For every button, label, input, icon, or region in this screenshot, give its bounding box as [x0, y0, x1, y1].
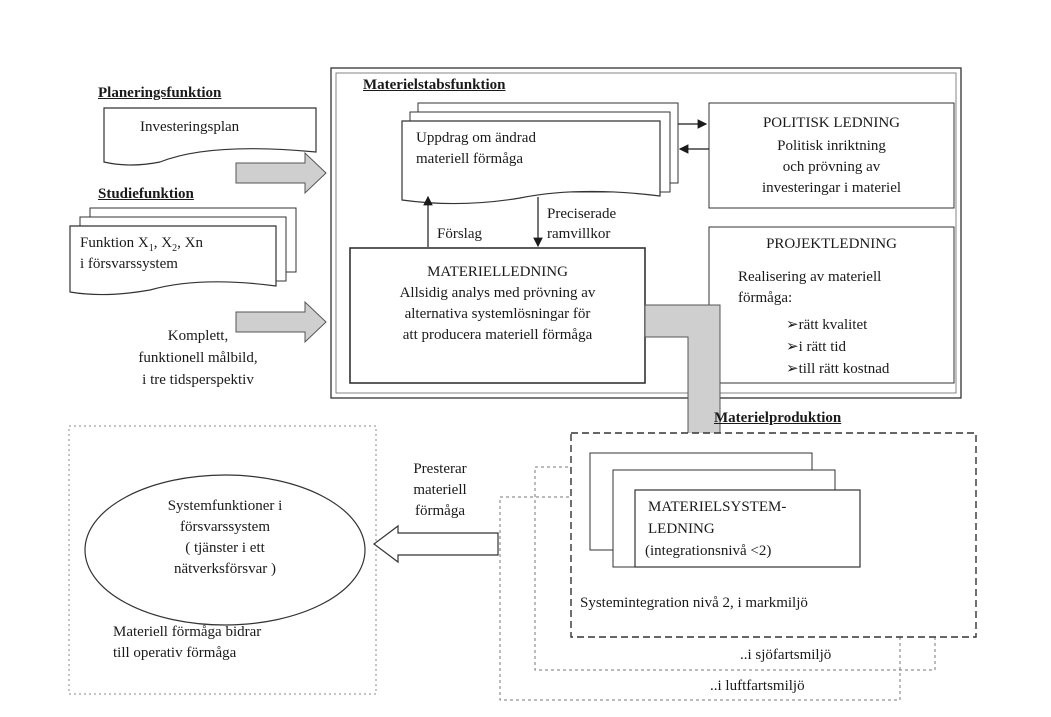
materielledning-line2: alternativa systemlösningar för — [404, 306, 591, 322]
study-doc-front-shape — [69, 225, 277, 296]
bidrar-line2: till operativ förmåga — [113, 645, 237, 661]
projektledning-box — [708, 226, 955, 384]
bidrar-line1: Materiell förmåga bidrar — [113, 624, 262, 640]
materielstab-frame — [330, 67, 962, 399]
ellipse-line4: nätverksförsvar ) — [173, 561, 277, 577]
forslag-label: Förslag — [437, 226, 482, 242]
presterar-line3: förmåga — [415, 503, 465, 519]
uppdrag-line2: materiell förmåga — [416, 151, 524, 167]
ellipse-line1: Systemfunktioner i — [167, 498, 283, 514]
investeringsplan-label: Investeringsplan — [140, 119, 240, 135]
study-note-line3: i tre tidsperspektiv — [142, 372, 254, 388]
politisk-title: POLITISK LEDNING — [762, 115, 901, 131]
politisk-line2: och prövning av — [782, 159, 881, 175]
materielledning-title: MATERIELLEDNING — [427, 264, 568, 280]
study-note-line1: Komplett, — [167, 328, 229, 344]
study-doc-sub2: 2 — [172, 243, 178, 254]
systemfunktioner-ellipse — [84, 474, 366, 626]
ellipse-line2: försvarssystem — [180, 519, 270, 535]
projekt-line1: Realisering av materiell — [738, 269, 882, 285]
preciserade-line1: Preciserade — [547, 206, 617, 222]
projekt-bullet-time: ➢i rätt tid — [786, 339, 847, 355]
block-arrow-lower — [235, 300, 327, 344]
study-doc-line2: i försvarssystem — [80, 256, 178, 272]
uppdrag-doc-front-shape — [401, 120, 661, 205]
sjo-label: ..i sjöfartsmiljö — [740, 647, 832, 663]
study-doc-prefix: Funktion X — [80, 235, 149, 251]
materielstab-heading: Materielstabsfunktion — [363, 77, 506, 93]
system-doc-front — [634, 489, 861, 568]
study-note-line2: funktionell målbild, — [138, 350, 258, 366]
presterar-line2: materiell — [413, 482, 467, 498]
uppdrag-line1: Uppdrag om ändrad — [416, 130, 536, 146]
materielledning-line3: att producera materiell förmåga — [402, 327, 593, 343]
presterar-line1: Presterar — [413, 461, 467, 477]
planning-heading: Planeringsfunktion — [98, 85, 222, 101]
materielstab-frame-inner — [335, 72, 957, 394]
materielledning-box — [349, 247, 646, 384]
politisk-ledning-box — [708, 102, 955, 209]
materielproduktion-heading: Materielproduktion — [714, 410, 842, 426]
luft-label: ..i luftfartsmiljö — [710, 678, 805, 694]
output-arrow — [373, 524, 499, 564]
output-frame — [68, 425, 377, 695]
system-line3: (integrationsnivå <2) — [645, 543, 772, 559]
system-line1: MATERIELSYSTEM- — [648, 499, 787, 515]
materielledning-line1: Allsidig analys med prövning av — [399, 285, 596, 301]
investeringsplan-doc-shape — [103, 107, 317, 166]
ellipse-line3: ( tjänster i ett — [185, 540, 265, 556]
study-heading: Studiefunktion — [98, 186, 194, 202]
mark-label: Systemintegration nivå 2, i markmiljö — [580, 595, 808, 611]
study-doc-end: , Xn — [177, 235, 203, 251]
politisk-line3: investeringar i materiel — [761, 180, 902, 196]
projekt-bullet-quality: ➢rätt kvalitet — [786, 317, 868, 333]
system-line2: LEDNING — [648, 521, 715, 537]
study-doc-line1: Funktion X1, X2, Xn — [80, 233, 203, 259]
projekt-line2: förmåga: — [738, 290, 793, 306]
study-doc-sep: , X — [153, 235, 173, 251]
politisk-line1: Politisk inriktning — [777, 138, 886, 154]
projekt-bullet-cost: ➢till rätt kostnad — [786, 361, 890, 377]
block-arrow-upper — [235, 151, 327, 195]
projekt-title: PROJEKTLEDNING — [766, 236, 897, 252]
preciserade-line2: ramvillkor — [547, 226, 611, 242]
study-doc-sub1: 1 — [148, 243, 154, 254]
